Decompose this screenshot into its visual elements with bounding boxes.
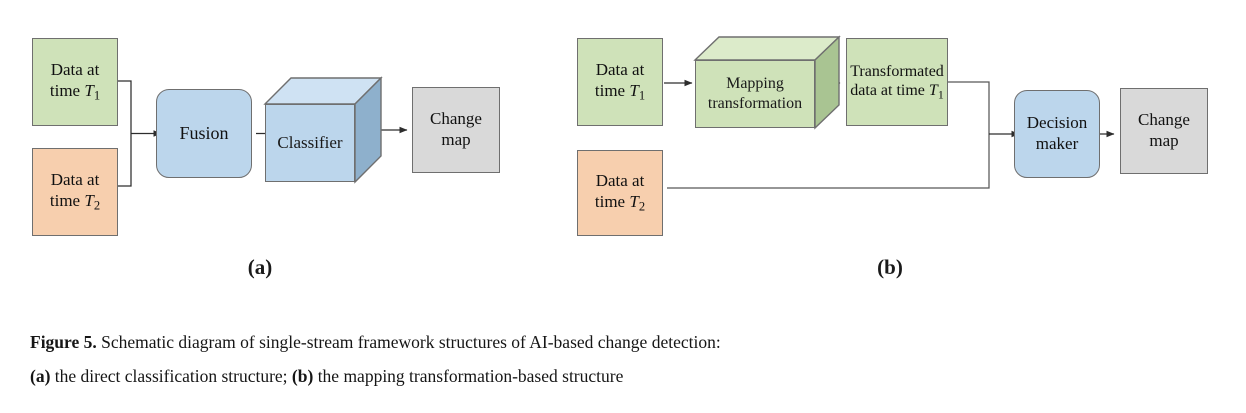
panel-a-fusion-label: Fusion (179, 122, 229, 143)
panel-a-change-map-box: Change map (412, 87, 500, 173)
panel-a-data-t2-var: T (84, 190, 94, 210)
panel-b-data-t2-box: Data at time T2 (577, 150, 663, 236)
panel-b-change-map-line2: map (1149, 131, 1179, 150)
panel-b-transformed-line1: Transformated (850, 62, 944, 80)
panel-a-data-t1-sub: 1 (93, 88, 101, 103)
panel-a-label: (a) (247, 255, 273, 279)
panel-a-data-t2-box: Data at time T2 (32, 148, 118, 236)
panel-a-data-t2-line2-prefix: time (49, 190, 85, 210)
figure-caption: Figure 5. Schematic diagram of single-st… (30, 326, 1220, 393)
panel-a-data-t1-line2-prefix: time (49, 80, 85, 100)
panel-b-transformed-line2-prefix: data at time (850, 82, 929, 100)
figure-caption-line1: Schematic diagram of single-stream frame… (101, 332, 721, 352)
figure-caption-ref-a: (a) (30, 365, 51, 386)
panel-a-classifier-top-face (263, 76, 383, 184)
panel-b-change-map-line1: Change (1138, 110, 1190, 130)
panel-b-data-t2-line2-prefix: time (594, 191, 630, 211)
panel-a-change-map-line1: Change (430, 109, 482, 129)
panel-b-mapping-line1: Mapping (726, 75, 784, 93)
panel-b-mapping-transformation-box: Mapping transformation (693, 35, 841, 130)
panel-b-data-t1-line2-prefix: time (594, 80, 630, 100)
panel-a-data-t1-line1: Data at (50, 60, 100, 80)
panel-b-data-t1-var: T (629, 80, 639, 100)
panel-b-decision-line1: Decision (1026, 113, 1088, 133)
figure-caption-end: the mapping transformation-based structu… (313, 365, 624, 386)
panel-b-transformed-data-box: Transformated data at time T1 (846, 38, 948, 126)
panel-b-label: (b) (877, 255, 903, 279)
figure-canvas: Data at time T1 Data at time T2 Fusion C… (32, 35, 1208, 279)
panel-b-data-t2-var: T (629, 191, 639, 211)
panel-b-data-t1-box: Data at time T1 (577, 38, 663, 126)
panel-b-data-t1-sub: 1 (638, 88, 646, 103)
panel-b-mapping-line2: transformation (707, 95, 803, 112)
panel-b-data-t1-line1: Data at (595, 60, 645, 80)
panel-b-mapping-front-face: Mapping transformation (695, 60, 815, 128)
connector-a-merge (118, 80, 162, 187)
panel-a-change-map-line2: map (441, 130, 471, 149)
panel-a-data-t2-sub: 2 (93, 198, 101, 213)
panel-a-data-t2-line1: Data at (50, 170, 100, 190)
panel-a-data-t1-var: T (84, 80, 94, 100)
panel-b-transformed-sub: 1 (937, 87, 944, 102)
panel-b-data-t2-sub: 2 (638, 199, 646, 214)
panel-b-decision-maker-box: Decision maker (1014, 90, 1100, 178)
panel-b-transformed-var: T (928, 82, 938, 100)
panel-a-classifier-box: Classifier (263, 76, 383, 184)
panel-b-data-t2-line1: Data at (595, 171, 645, 191)
panel-a-data-t1-box: Data at time T1 (32, 38, 118, 126)
figure-caption-label: Figure 5. (30, 332, 97, 352)
figure-caption-mid: the direct classification structure; (50, 365, 292, 386)
panel-a-fusion-box: Fusion (156, 89, 252, 178)
panel-b-change-map-box: Change map (1120, 88, 1208, 174)
panel-a-classifier-front-face: Classifier (265, 104, 355, 182)
panel-a-classifier-label: Classifier (277, 132, 343, 152)
panel-b-decision-line2: maker (1035, 134, 1079, 153)
figure-caption-ref-b: (b) (291, 365, 314, 386)
